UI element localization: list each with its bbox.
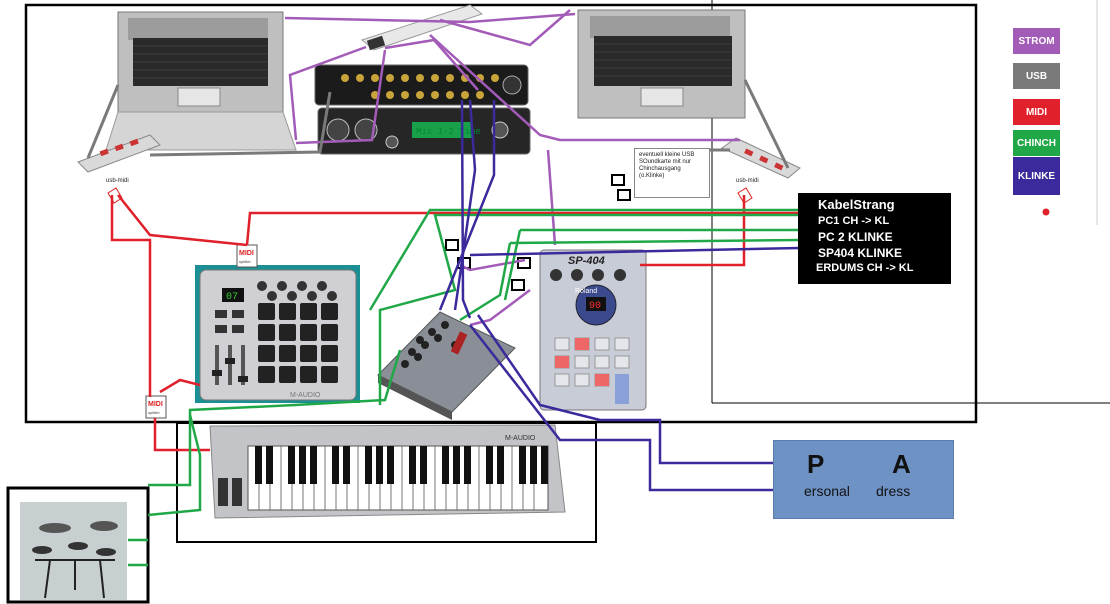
- pa-letter-p: P: [807, 449, 825, 479]
- midi-splitter-top-label: MIDI: [239, 250, 254, 257]
- pad-controller: 07 M-AUDIO: [195, 265, 360, 403]
- interface-display-text: Mix 1-2 Time: [416, 127, 481, 137]
- audio-interface-top: [314, 64, 529, 106]
- soundcard-note-text: eventuell kleine USB SOundkarte mit nur …: [639, 152, 695, 179]
- usb-midi-left-label: usb-midi: [106, 178, 129, 184]
- sampler-display-text: 90: [589, 301, 601, 312]
- sp404-sampler: SP-404 90 Roland: [539, 249, 647, 411]
- keyboard-brand-text: M-AUDIO: [505, 435, 536, 442]
- pa-box: P A ersonal dress: [773, 440, 954, 519]
- usb-hub-right: [721, 137, 801, 179]
- legend-label-strom: STROM: [1018, 35, 1055, 47]
- drums-frame: [6, 486, 150, 604]
- usb-cables: [86, 79, 790, 169]
- usb-midi-right-label: usb-midi: [736, 178, 759, 184]
- laptop-right: [577, 9, 746, 119]
- midi-splitter-top: MIDI splitter: [236, 244, 258, 268]
- kabelstrang-line-4: ERDUMS CH -> KL: [816, 262, 914, 274]
- soundcard-note: eventuell kleine USB SOundkarte mit nur …: [634, 148, 710, 198]
- kabelstrang-title: KabelStrang: [818, 197, 895, 212]
- laptop-left: [105, 11, 297, 151]
- usb-hub-left: [77, 134, 161, 173]
- audio-interface-bottom: Mix 1-2 Time: [317, 107, 531, 155]
- sp404-title-text: SP-404: [568, 255, 605, 267]
- pa-word-address: dress: [876, 483, 911, 499]
- midi-keyboard: M-AUDIO: [209, 424, 566, 519]
- power-strip: [360, 4, 484, 51]
- keyboard-frame: [176, 422, 597, 543]
- pad-display-text: 07: [226, 292, 238, 303]
- kabelstrang-line-1: PC1 CH -> KL: [818, 215, 890, 227]
- midi-cables: [110, 194, 800, 452]
- pa-word-personal: ersonal: [804, 483, 850, 499]
- electronic-drums: [20, 502, 127, 600]
- chinch-cables: [128, 208, 801, 567]
- mixer: [377, 311, 516, 420]
- kabelstrang-line-2: PC 2 KLINKE: [818, 230, 893, 244]
- legend-label-usb: USB: [1025, 70, 1048, 82]
- kabelstrang-line-3: SP404 KLINKE: [818, 246, 903, 260]
- klinke-cables: [438, 99, 801, 492]
- pad-brand-text: M-AUDIO: [290, 392, 321, 399]
- legend-item-chinch: CHINCH: [1013, 130, 1060, 156]
- legend-dot: [1042, 208, 1050, 216]
- legend-item-midi: MIDI: [1013, 99, 1060, 125]
- midi-splitter-bottom: MIDI splitter: [145, 395, 167, 419]
- kabelstrang-box: KabelStrang PC1 CH -> KL PC 2 KLINKE SP4…: [798, 193, 951, 284]
- midi-splitter-top-sub: splitter: [239, 259, 251, 264]
- midi-splitter-bottom-label: MIDI: [148, 401, 163, 408]
- legend-label-midi: MIDI: [1025, 106, 1048, 118]
- legend-item-usb: USB: [1013, 63, 1060, 89]
- midi-splitter-bottom-sub: splitter: [148, 410, 160, 415]
- legend-label-klinke: KLINKE: [1017, 170, 1056, 182]
- legend-item-strom: STROM: [1013, 28, 1060, 54]
- pa-letter-a: A: [892, 449, 911, 479]
- legend-item-klinke: KLINKE: [1013, 157, 1060, 195]
- sp404-brand-text: Roland: [575, 288, 597, 295]
- legend-label-chinch: CHINCH: [1017, 137, 1056, 149]
